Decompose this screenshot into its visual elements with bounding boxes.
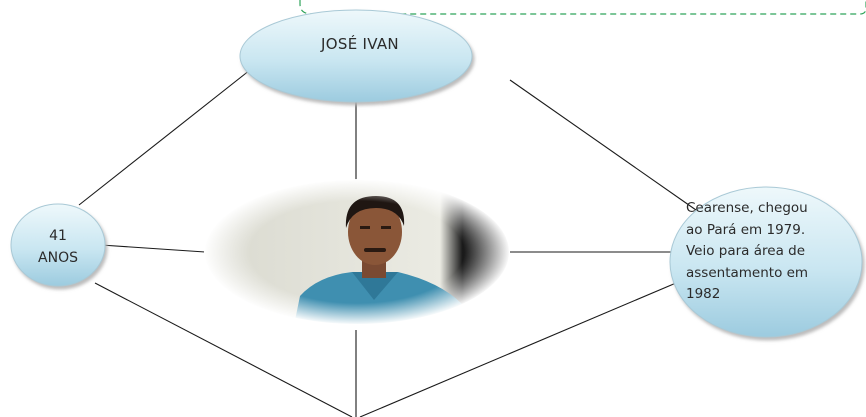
connector-name-bio bbox=[509, 79, 697, 211]
bio-line-1: Cearense, chegou bbox=[686, 200, 808, 216]
connector-age-photo bbox=[100, 244, 206, 253]
name-node bbox=[239, 9, 473, 103]
portrait-fade bbox=[204, 179, 510, 325]
connector-age-bottom bbox=[94, 282, 353, 417]
connector-name-age bbox=[78, 69, 251, 206]
dashed-frame bbox=[299, 0, 866, 15]
age-node-number: 41 bbox=[49, 228, 67, 244]
age-node-label: 41 ANOS bbox=[14, 225, 102, 269]
bio-line-5: 1982 bbox=[686, 286, 721, 302]
bio-node-label: Cearense, chegou ao Pará em 1979. Veio p… bbox=[686, 198, 856, 306]
age-node-unit: ANOS bbox=[38, 250, 78, 266]
bio-line-2: ao Pará em 1979. bbox=[686, 221, 806, 238]
age-node bbox=[10, 203, 106, 287]
bio-node bbox=[669, 186, 863, 338]
connector-lines bbox=[78, 69, 697, 417]
name-node-label: JOSÉ IVAN bbox=[321, 35, 399, 53]
bio-line-3: Veio para área de bbox=[686, 243, 806, 259]
connector-bio-bottom bbox=[359, 282, 677, 417]
bio-line-4: assentamento em bbox=[686, 264, 809, 281]
